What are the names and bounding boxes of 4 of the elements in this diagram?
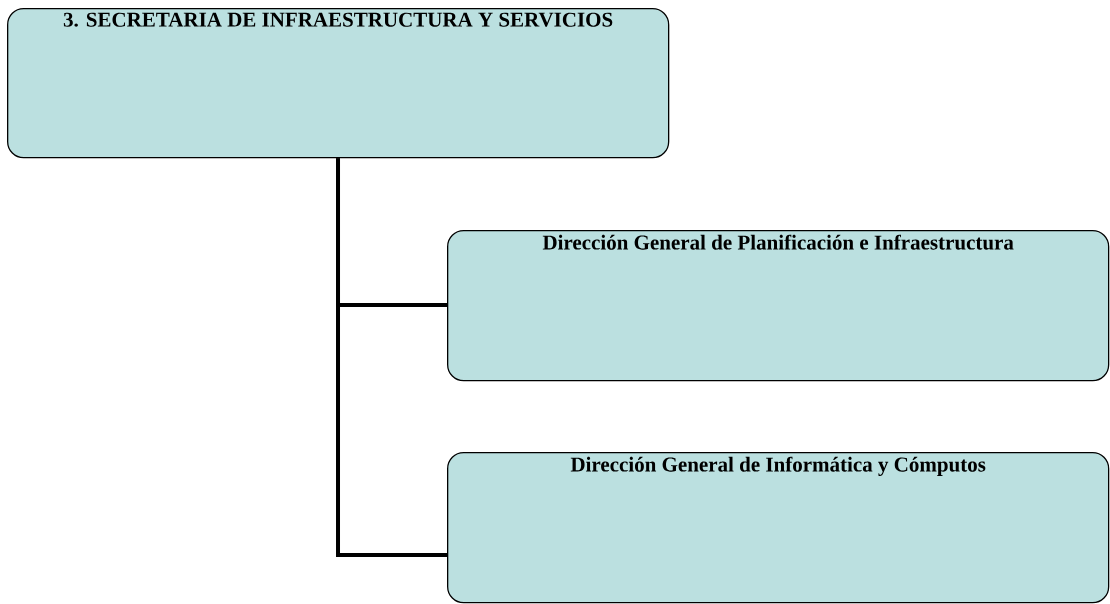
- org-box: Dirección General de Planificación e Infraestructura: [447, 230, 1110, 382]
- org-box: 3. SECRETARIA DE INFRAESTRUCTURA Y SERVICIOS: [7, 8, 670, 159]
- connector-line: [336, 158, 447, 557]
- org-box: Dirección General de Informática y Cómputos: [447, 452, 1110, 604]
